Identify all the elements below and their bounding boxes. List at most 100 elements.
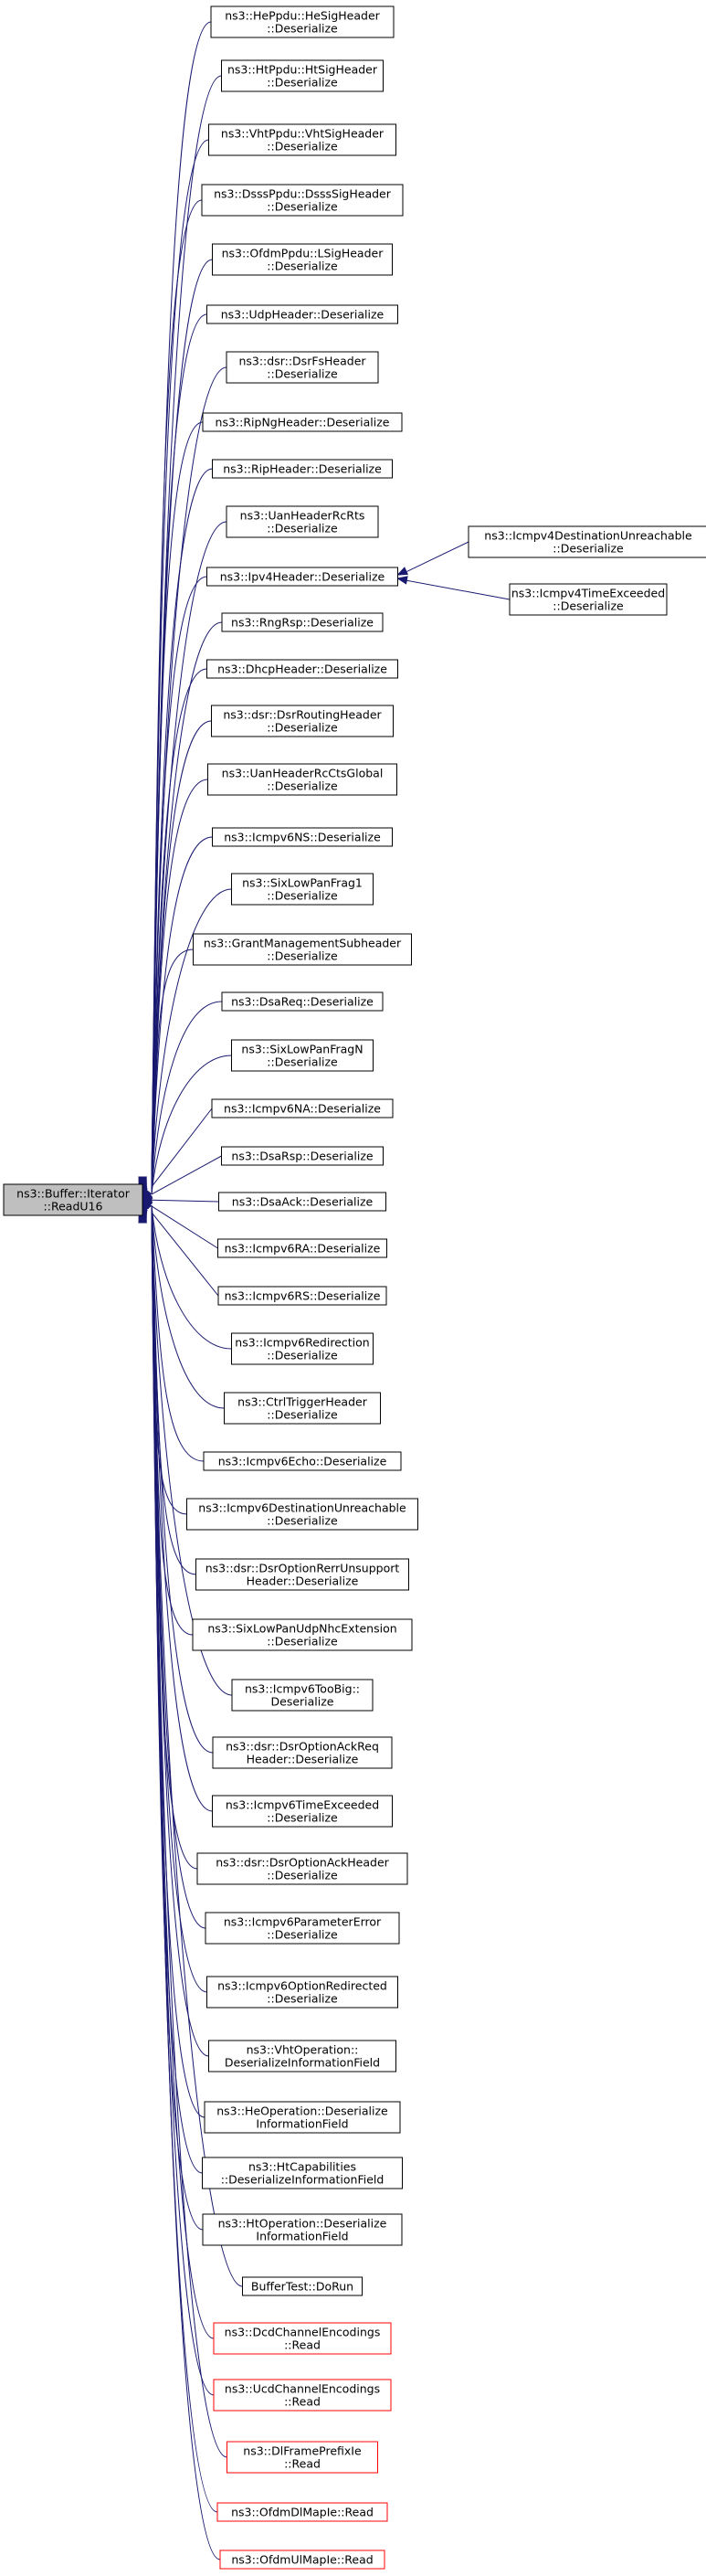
node-ns3-rngrsp-deserialize[interactable]: ns3::RngRsp::Deserialize [221, 612, 384, 632]
node-ns3-dsaack-deserialize-box [218, 1192, 386, 1212]
node-ns3-dlframeprefixie-read[interactable]: ns3::DlFramePrefixIe::Read [227, 2441, 378, 2474]
node-ns3-sixlowpanudpnhcextension-deserialize[interactable]: ns3::SixLowPanUdpNhcExtension::Deseriali… [192, 1618, 413, 1651]
node-ns3-icmpv6parametererror-deserialize[interactable]: ns3::Icmpv6ParameterError::Deserialize [205, 1912, 400, 1945]
node-ns3-ipv4header-deserialize[interactable]: ns3::Ipv4Header::Deserialize [206, 567, 398, 587]
edge-ns3-htppdu-htsigheader-deserialize-to-root-line [151, 75, 222, 1183]
node-ns3-icmpv4timeexceeded-deserialize-label-line: ::Deserialize [553, 599, 624, 613]
node-buffertest-dorun[interactable]: BufferTest::DoRun [242, 2276, 363, 2296]
node-ns3-icmpv6destinationunreachable-deserialize[interactable]: ns3::Icmpv6DestinationUnreachable::Deser… [186, 1498, 418, 1531]
node-ns3-icmpv6destinationunreachable-deserialize-box [186, 1498, 418, 1531]
edge-ns3-icmpv6ns-deserialize-to-root [138, 836, 213, 1197]
node-ns3-dsr-dsroptionackheader-deserialize-label-line: ::Deserialize [267, 1869, 338, 1882]
node-ns3-uanheaderrcctsglobal-deserialize[interactable]: ns3::UanHeaderRcCtsGlobal::Deserialize [207, 763, 397, 796]
node-ns3-icmpv6echo-deserialize[interactable]: ns3::Icmpv6Echo::Deserialize [203, 1451, 402, 1471]
node-ns3-vhtppdu-vhtsigheader-deserialize-label-line: ::Deserialize [267, 140, 338, 154]
node-ns3-grantmanagementsubheader-deserialize[interactable]: ns3::GrantManagementSubheader::Deseriali… [193, 933, 412, 966]
node-ns3-grantmanagementsubheader-deserialize-label-line: ::Deserialize [267, 949, 338, 963]
node-ns3-icmpv6echo-deserialize-label-line: ns3::Icmpv6Echo::Deserialize [218, 1455, 387, 1468]
node-ns3-icmpv4timeexceeded-deserialize[interactable]: ns3::Icmpv4TimeExceeded::Deserialize [509, 583, 668, 616]
node-ns3-dsr-dsrfsheader-deserialize-label-line: ns3::dsr::DsrFsHeader [238, 355, 366, 368]
node-ns3-heppdu-hesigheader-deserialize[interactable]: ns3::HePpdu::HeSigHeader::Deserialize [210, 5, 395, 38]
node-ns3-icmpv6toobig-deserialize-box [231, 1679, 374, 1712]
node-buffer-iterator-readu16[interactable]: ns3::Buffer::Iterator::ReadU16 [3, 1183, 143, 1216]
node-ns3-uanheaderrcrts-deserialize-box [226, 505, 379, 538]
node-ns3-dsr-dsroptionackheader-deserialize[interactable]: ns3::dsr::DsrOptionAckHeader::Deserializ… [196, 1852, 408, 1885]
node-ns3-dhcpheader-deserialize[interactable]: ns3::DhcpHeader::Deserialize [206, 659, 398, 679]
node-ns3-dsr-dsrfsheader-deserialize-box [226, 351, 379, 384]
node-ns3-ucdchannelencodings-read[interactable]: ns3::UcdChannelEncodings::Read [213, 2379, 392, 2412]
node-ns3-icmpv6ra-deserialize[interactable]: ns3::Icmpv6RA::Deserialize [217, 1238, 387, 1258]
node-ns3-icmpv4destinationunreachable-deserialize[interactable]: ns3::Icmpv4DestinationUnreachable::Deser… [468, 525, 706, 558]
node-ns3-icmpv6parametererror-deserialize-label-line: ::Deserialize [267, 1928, 338, 1942]
node-ns3-dcdchannelencodings-read[interactable]: ns3::DcdChannelEncodings::Read [213, 2322, 392, 2355]
edge-ns3-ofdmulmapie-read-to-root-arrowhead [138, 1212, 147, 1224]
node-ns3-dsr-dsroptionrerrunsupportheader-deserialize[interactable]: ns3::dsr::DsrOptionRerrUnsupportHeader::… [195, 1558, 409, 1591]
node-ns3-ctrltriggerheader-deserialize[interactable]: ns3::CtrlTriggerHeader::Deserialize [224, 1392, 381, 1425]
node-ns3-heoperation-deserializeinformationfield[interactable]: ns3::HeOperation::DeserializeInformation… [204, 2101, 401, 2134]
node-ns3-uanheaderrcrts-deserialize[interactable]: ns3::UanHeaderRcRts::Deserialize [226, 505, 379, 538]
node-ns3-ofdmulmapie-read[interactable]: ns3::OfdmUlMapIe::Read [219, 2549, 385, 2570]
node-ns3-dsr-dsroptionrerrunsupportheader-deserialize-label-line: ns3::dsr::DsrOptionRerrUnsupport [205, 1562, 400, 1575]
node-ns3-ipv4header-deserialize-box [206, 567, 398, 587]
node-ns3-htppdu-htsigheader-deserialize-label-line: ::Deserialize [267, 76, 338, 90]
node-ns3-ofdmppdu-lsigheader-deserialize[interactable]: ns3::OfdmPpdu::LSigHeader::Deserialize [212, 243, 393, 276]
edge-ns3-dsarsp-deserialize-to-root-line [151, 1155, 222, 1195]
node-ns3-rngrsp-deserialize-box [221, 612, 384, 632]
node-ns3-icmpv6toobig-deserialize[interactable]: ns3::Icmpv6TooBig::Deserialize [231, 1679, 374, 1712]
node-ns3-vhtppdu-vhtsigheader-deserialize[interactable]: ns3::VhtPpdu::VhtSigHeader::Deserialize [208, 123, 396, 156]
node-ns3-dlframeprefixie-read-label-line: ns3::DlFramePrefixIe [243, 2444, 362, 2458]
edge-ns3-sixlowpanfrag1-deserialize-to-root-line [151, 888, 232, 1193]
node-ns3-dsarsp-deserialize[interactable]: ns3::DsaRsp::Deserialize [221, 1146, 384, 1166]
node-ns3-sixlowpanudpnhcextension-deserialize-label-line: ::Deserialize [267, 1635, 338, 1648]
edge-ns3-dhcpheader-deserialize-to-root [138, 668, 207, 1195]
node-ns3-dsssppdu-dssssigheader-deserialize-label-line: ::Deserialize [267, 200, 338, 214]
node-ns3-vhtoperation-deserializeinformationfield-label-line: ns3::VhtOperation:: [247, 2043, 359, 2057]
node-ns3-vhtoperation-deserializeinformationfield[interactable]: ns3::VhtOperation::DeserializeInformatio… [208, 2040, 396, 2072]
edge-ns3-dsr-dsroptionackreqheader-deserialize-to-root-line [151, 1210, 214, 1754]
edge-ns3-dsaack-deserialize-to-root [141, 1195, 219, 1205]
node-ns3-uanheaderrcctsglobal-deserialize-box [207, 763, 397, 796]
node-ns3-sixlowpanfragn-deserialize-label-line: ::Deserialize [267, 1055, 338, 1069]
node-ns3-icmpv6optionredirected-deserialize-label-line: ns3::Icmpv6OptionRedirected [217, 1979, 387, 1993]
node-ns3-htoperation-deserializeinformationfield[interactable]: ns3::HtOperation::DeserializeInformation… [202, 2213, 403, 2246]
node-ns3-sixlowpanfrag1-deserialize[interactable]: ns3::SixLowPanFrag1::Deserialize [231, 873, 374, 906]
edge-ns3-ripheader-deserialize-to-root [138, 468, 213, 1193]
edge-ns3-rngrsp-deserialize-to-root [138, 621, 223, 1194]
node-ns3-dsr-dsrfsheader-deserialize[interactable]: ns3::dsr::DsrFsHeader::Deserialize [226, 351, 379, 384]
node-ns3-icmpv6rs-deserialize[interactable]: ns3::Icmpv6RS::Deserialize [217, 1286, 387, 1306]
node-ns3-icmpv6destinationunreachable-deserialize-label-line: ::Deserialize [267, 1514, 338, 1528]
node-ns3-ofdmppdu-lsigheader-deserialize-label-line: ns3::OfdmPpdu::LSigHeader [222, 247, 385, 260]
node-ns3-ofdmdlmapie-read[interactable]: ns3::OfdmDlMapIe::Read [216, 2502, 388, 2522]
node-ns3-sixlowpanfragn-deserialize[interactable]: ns3::SixLowPanFragN::Deserialize [231, 1039, 374, 1072]
node-ns3-ripheader-deserialize[interactable]: ns3::RipHeader::Deserialize [212, 459, 393, 479]
node-ns3-uanheaderrcctsglobal-deserialize-label-line: ::Deserialize [267, 779, 338, 793]
node-buffer-iterator-readu16-box [3, 1183, 143, 1216]
node-ns3-htppdu-htsigheader-deserialize[interactable]: ns3::HtPpdu::HtSigHeader::Deserialize [221, 59, 384, 92]
edge-line [406, 579, 511, 600]
node-ns3-htcapabilities-deserializeinformationfield[interactable]: ns3::HtCapabilities::DeserializeInformat… [202, 2157, 403, 2189]
edge-ns3-icmpv6destinationunreachable-deserialize-to-root [138, 1202, 187, 1515]
node-ns3-icmpv6optionredirected-deserialize[interactable]: ns3::Icmpv6OptionRedirected::Deserialize [206, 1976, 398, 2009]
node-ns3-dsareq-deserialize[interactable]: ns3::DsaReq::Deserialize [221, 991, 384, 1012]
edge-ns3-dhcpheader-deserialize-to-root-line [151, 668, 207, 1191]
node-ns3-sixlowpanfragn-deserialize-label-line: ns3::SixLowPanFragN [241, 1043, 363, 1056]
edge-ns3-heppdu-hesigheader-deserialize-to-root [138, 21, 212, 1188]
node-ns3-ripngheader-deserialize[interactable]: ns3::RipNgHeader::Deserialize [202, 412, 403, 432]
node-ns3-dsssppdu-dssssigheader-deserialize[interactable]: ns3::DsssPpdu::DsssSigHeader::Deserializ… [201, 184, 404, 217]
node-ns3-sixlowpanfragn-deserialize-box [231, 1039, 374, 1072]
node-ns3-dsr-dsroptionackreqheader-deserialize[interactable]: ns3::dsr::DsrOptionAckReqHeader::Deseria… [212, 1736, 393, 1769]
node-ns3-icmpv6optionredirected-deserialize-box [206, 1976, 398, 2009]
node-ns3-dsr-dsrroutingheader-deserialize[interactable]: ns3::dsr::DsrRoutingHeader::Deserialize [211, 705, 394, 737]
edge-ns3-icmpv6echo-deserialize-to-root-line [151, 1206, 205, 1462]
node-ns3-dsaack-deserialize[interactable]: ns3::DsaAck::Deserialize [218, 1192, 386, 1212]
edge-ns3-ofdmulmapie-read-to-root [138, 1212, 221, 2560]
node-ns3-icmpv6timeexceeded-deserialize[interactable]: ns3::Icmpv6TimeExceeded::Deserialize [212, 1795, 393, 1828]
node-ns3-icmpv6na-deserialize[interactable]: ns3::Icmpv6NA::Deserialize [211, 1098, 394, 1118]
node-ns3-ofdmdlmapie-read-label-line: ns3::OfdmDlMapIe::Read [231, 2506, 374, 2519]
node-ns3-dsareq-deserialize-label-line: ns3::DsaReq::Deserialize [231, 995, 374, 1009]
node-ns3-ofdmulmapie-read-box [219, 2549, 385, 2570]
node-ns3-icmpv6ns-deserialize[interactable]: ns3::Icmpv6NS::Deserialize [212, 827, 393, 847]
node-ns3-udpheader-deserialize[interactable]: ns3::UdpHeader::Deserialize [206, 304, 398, 324]
node-ns3-icmpv6redirection-deserialize[interactable]: ns3::Icmpv6Redirection::Deserialize [231, 1332, 374, 1365]
